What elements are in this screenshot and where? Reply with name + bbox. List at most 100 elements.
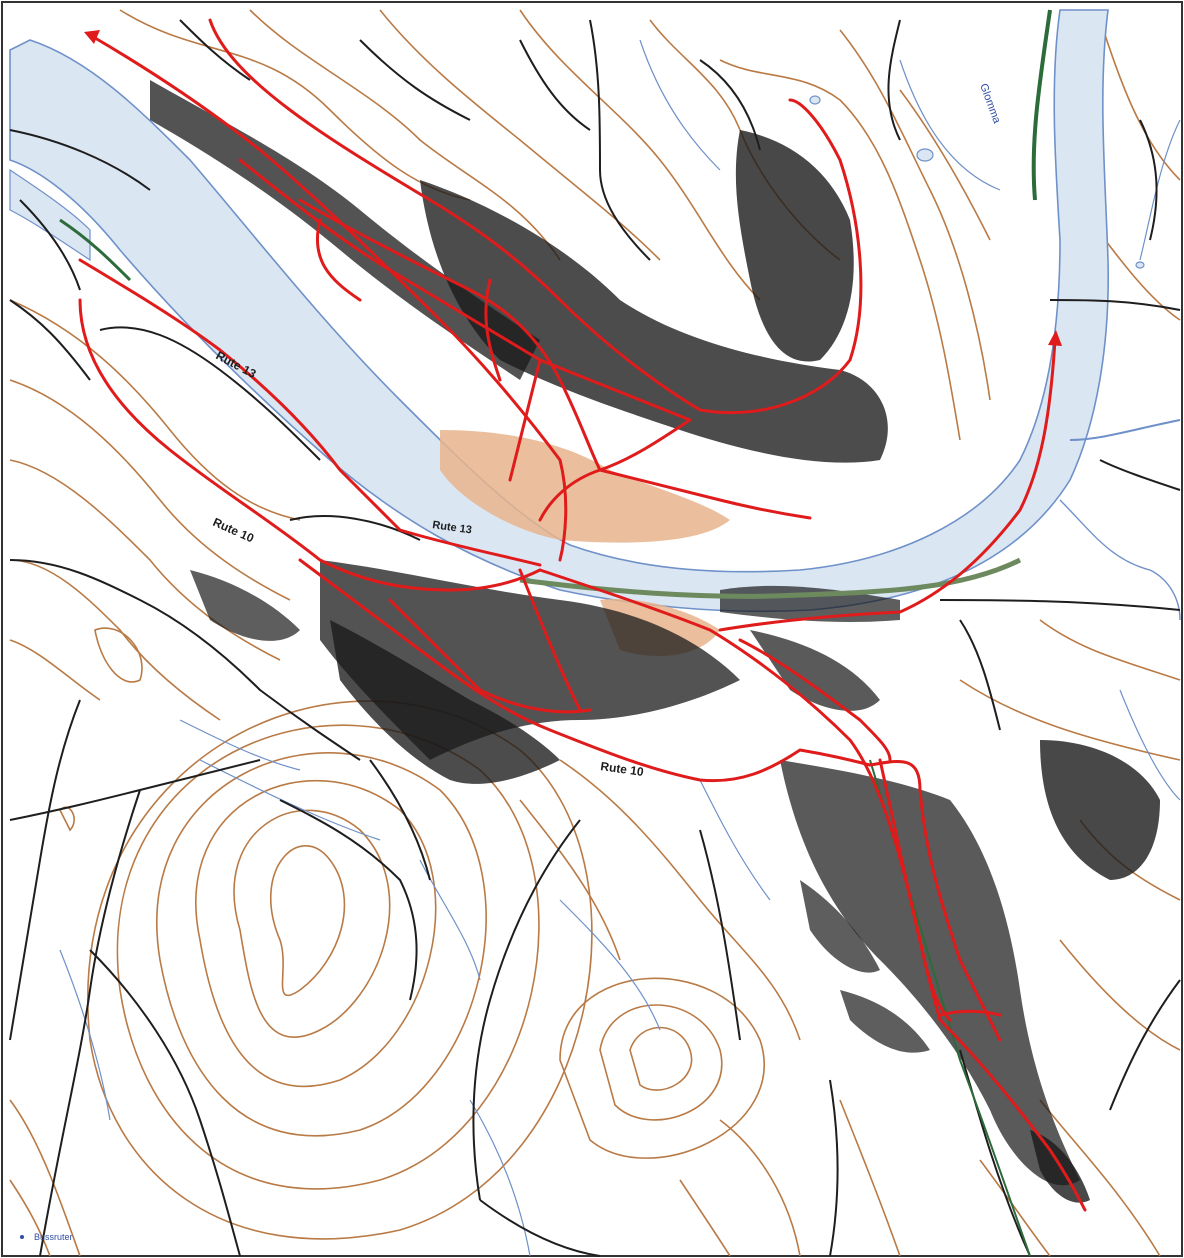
- bus-route-north-link-2: [484, 278, 502, 382]
- buildings-west: [190, 570, 300, 641]
- contour-w-2: [9, 379, 291, 601]
- contour-e-3: [1039, 619, 1181, 681]
- road-11: [472, 819, 581, 1201]
- contour-hill-3: [559, 977, 765, 1159]
- map-legend: Bussruter: [20, 1232, 73, 1242]
- road-24: [1109, 979, 1181, 1111]
- bus-route-north-link-5: [598, 468, 812, 520]
- bus-route-north-link-3: [508, 358, 542, 482]
- bus-route-north-inner: [298, 198, 602, 472]
- road-29: [279, 799, 418, 1001]
- stream-9: [419, 859, 481, 981]
- bus-route-north-mid: [238, 158, 692, 422]
- road-network: [9, 19, 1181, 1257]
- contour-c-2: [519, 799, 621, 961]
- road-17: [699, 59, 761, 151]
- road-15: [959, 1049, 1031, 1257]
- road-20: [1099, 459, 1181, 491]
- road-16: [589, 19, 651, 261]
- pond-2: [809, 95, 821, 105]
- bus-route-north-upper: [208, 18, 863, 414]
- river-west-arm: [9, 168, 91, 262]
- contour-w-6: [94, 627, 143, 683]
- contour-n-3: [379, 9, 661, 261]
- contour-s-4: [9, 1099, 81, 1257]
- building-clusters: [150, 80, 1160, 1203]
- bus-route-south-spur: [938, 1009, 1002, 1017]
- contour-n-4: [519, 9, 761, 301]
- road-28: [19, 199, 81, 291]
- stream-7: [1119, 689, 1181, 801]
- contour-w-5: [9, 639, 101, 701]
- bus-routes: [78, 18, 1087, 1212]
- railway-north-inner: [1038, 9, 1056, 201]
- buildings-sw: [330, 620, 560, 784]
- contour-e-7: [1039, 1099, 1161, 1257]
- river-east-braids: [1059, 499, 1181, 621]
- road-9: [89, 949, 241, 1257]
- contour-n-6: [719, 59, 961, 441]
- contour-e-4: [959, 679, 1181, 761]
- ponds: [809, 95, 1145, 269]
- road-26: [359, 39, 471, 121]
- stream-1: [899, 59, 1001, 191]
- arrow-ne: [1048, 330, 1062, 346]
- road-8: [39, 789, 141, 1257]
- contour-ring-1: [270, 845, 346, 997]
- legend-dot: [20, 1235, 24, 1239]
- bus-route-13-west: [78, 258, 542, 567]
- contour-s-2: [679, 1179, 731, 1257]
- contour-w-4: [9, 559, 221, 721]
- contour-n-8: [899, 89, 991, 241]
- contour-ring-3: [195, 779, 437, 1087]
- contour-s-5: [9, 1179, 51, 1257]
- buildings-ne: [735, 130, 854, 362]
- road-21: [1049, 299, 1181, 311]
- road-12: [479, 1199, 601, 1257]
- contour-ring-6: [87, 700, 593, 1240]
- road-14: [829, 1079, 839, 1257]
- bus-route-south-branch: [878, 758, 1087, 1212]
- railway-nw: [59, 218, 132, 282]
- contour-c-1: [559, 759, 801, 1041]
- buildings-cluster-s: [800, 880, 880, 973]
- buildings-cluster-s2: [840, 990, 930, 1053]
- road-25: [179, 19, 251, 81]
- bus-route-10-inner: [388, 598, 592, 714]
- buildings-far-se: [1040, 740, 1160, 880]
- contour-n-2: [249, 9, 561, 261]
- road-1: [9, 129, 151, 191]
- contour-lines: [9, 9, 1181, 1257]
- stream-11: [59, 949, 111, 1121]
- road-22: [939, 599, 1181, 611]
- railway-north: [1031, 9, 1052, 201]
- river-east-tributary: [1069, 419, 1181, 441]
- contour-e-8: [979, 1159, 1051, 1257]
- bus-route-east-loop: [738, 638, 892, 762]
- contour-w-1: [9, 299, 301, 521]
- stream-4: [199, 759, 381, 841]
- streams: [59, 39, 1181, 1257]
- bus-route-east-north: [718, 338, 1057, 632]
- stream-5: [699, 779, 771, 901]
- river-glomma: [9, 9, 1181, 621]
- bus-route-west-outer: [78, 298, 542, 592]
- buildings-north-hill: [420, 180, 888, 463]
- contour-s-1: [719, 1119, 801, 1257]
- bus-route-10: [298, 558, 872, 783]
- contour-e-1: [1099, 19, 1181, 181]
- buildings-e-center: [750, 630, 880, 711]
- contour-w-3: [9, 459, 281, 661]
- contour-ring-2: [233, 809, 391, 1038]
- contour-e-6: [1059, 939, 1181, 1051]
- stream-2: [639, 39, 721, 171]
- stream-3: [179, 719, 301, 771]
- contour-hill-2: [599, 1004, 723, 1121]
- road-10: [369, 759, 431, 881]
- road-13: [699, 829, 741, 1041]
- road-18: [887, 19, 901, 141]
- contour-ring-4: [156, 752, 487, 1137]
- legend-label: Bussruter: [34, 1232, 73, 1242]
